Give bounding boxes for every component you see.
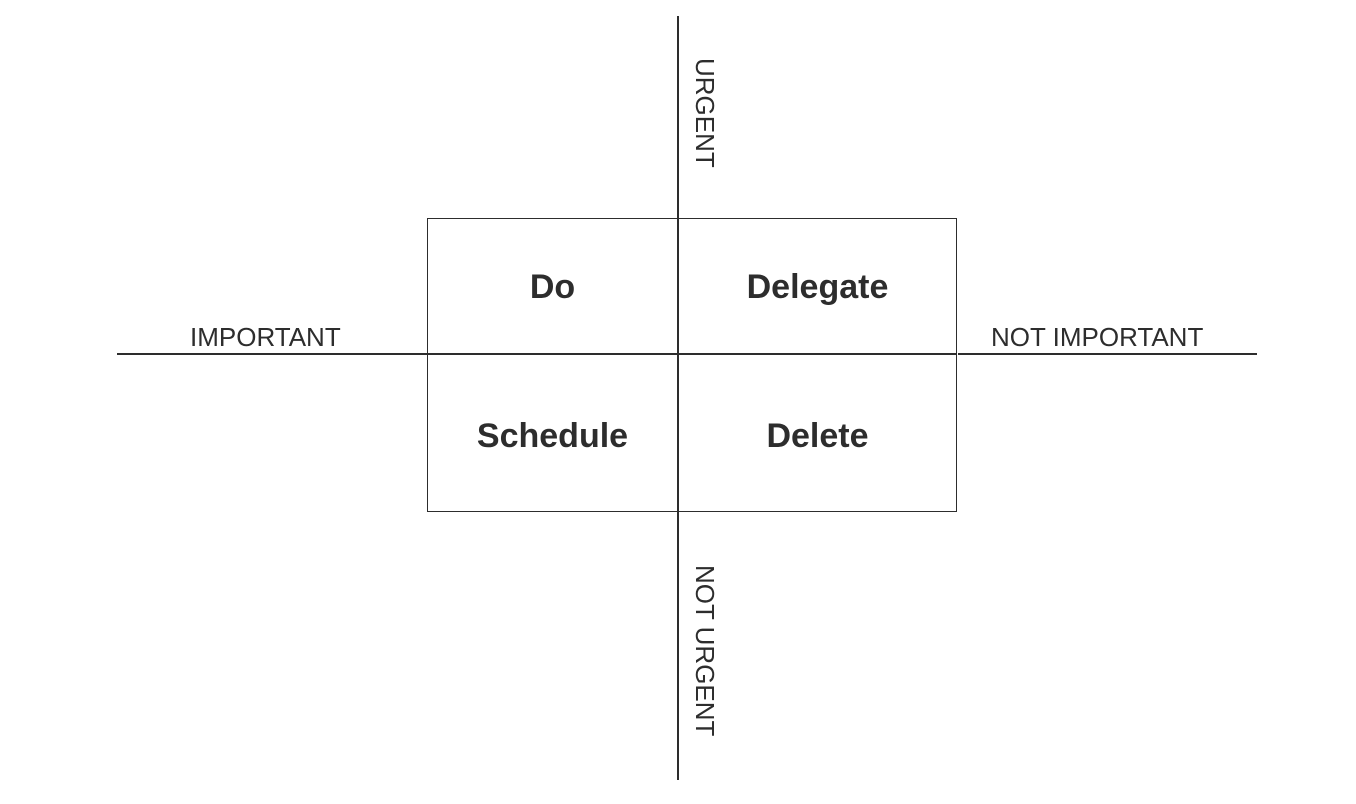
quadrant-do-label: Do bbox=[529, 267, 576, 306]
urgency-axis-bottom-line bbox=[677, 512, 679, 780]
axis-label-important: IMPORTANT bbox=[190, 322, 341, 352]
importance-axis-left-line bbox=[117, 353, 428, 355]
quadrant-delegate: Delegate bbox=[679, 219, 956, 355]
quadrant-schedule: Schedule bbox=[428, 363, 677, 509]
quadrant-do: Do bbox=[428, 219, 677, 355]
quadrant-delete-label: Delete bbox=[766, 416, 869, 455]
axis-label-not-important: NOT IMPORTANT bbox=[991, 322, 1204, 352]
quadrant-vertical-divider bbox=[677, 219, 679, 511]
quadrant-delegate-label: Delegate bbox=[746, 267, 889, 306]
axis-label-not-urgent: NOT URGENT bbox=[690, 565, 720, 737]
quadrant-schedule-label: Schedule bbox=[476, 416, 629, 455]
importance-axis-right-line bbox=[958, 353, 1257, 355]
axis-label-urgent: URGENT bbox=[690, 58, 720, 168]
quadrant-horizontal-divider bbox=[428, 353, 956, 355]
urgency-axis-top-line bbox=[677, 16, 679, 219]
quadrant-delete: Delete bbox=[679, 363, 956, 509]
quadrant-grid: Do Delegate Schedule Delete bbox=[427, 218, 957, 512]
